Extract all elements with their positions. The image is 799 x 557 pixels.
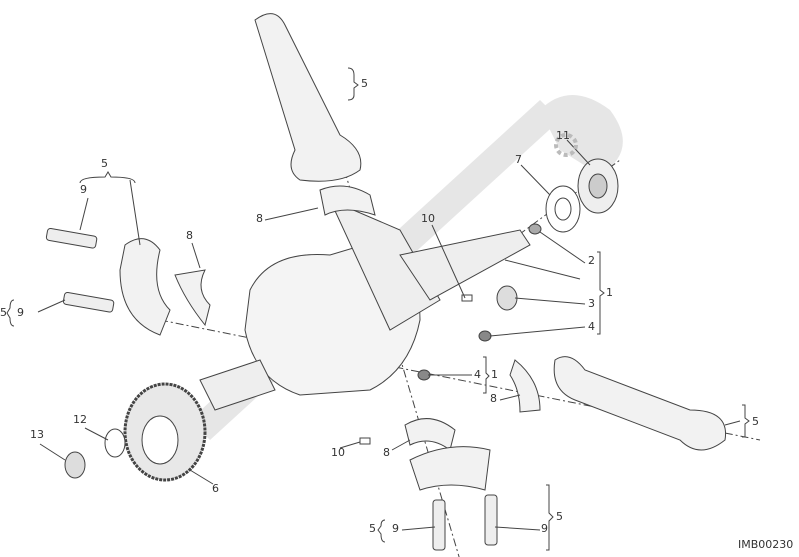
callout-8: 8 bbox=[490, 392, 497, 405]
callout-4: 4 bbox=[588, 320, 595, 333]
callout-10: 10 bbox=[421, 212, 435, 225]
callout-8: 8 bbox=[256, 212, 263, 225]
washer-gear bbox=[104, 428, 126, 458]
bearing-shell bbox=[509, 359, 541, 413]
conrod-cap-left bbox=[119, 238, 171, 336]
callout-1: 1 bbox=[491, 368, 498, 381]
callout-10: 10 bbox=[331, 446, 345, 459]
conrod-right bbox=[553, 356, 727, 451]
callout-3: 3 bbox=[588, 297, 595, 310]
callout-8: 8 bbox=[186, 229, 193, 242]
bolt bbox=[62, 291, 115, 313]
callout-5: 5 bbox=[101, 157, 108, 170]
callout-5: 5 bbox=[752, 415, 759, 428]
bolt bbox=[484, 494, 498, 546]
bearing-shell bbox=[174, 269, 211, 327]
callout-2: 2 bbox=[588, 254, 595, 267]
callout-9: 9 bbox=[541, 522, 548, 535]
callout-9: 9 bbox=[17, 306, 24, 319]
callout-9: 9 bbox=[80, 183, 87, 196]
callout-1: 1 bbox=[606, 286, 613, 299]
conrod-top bbox=[254, 13, 362, 182]
callout-5: 5 bbox=[556, 510, 563, 523]
callout-5: 5 bbox=[361, 77, 368, 90]
callout-6: 6 bbox=[212, 482, 219, 495]
bearing-shell bbox=[404, 418, 456, 451]
callout-11: 11 bbox=[556, 129, 570, 142]
callout-13: 13 bbox=[30, 428, 44, 441]
nut-gear bbox=[64, 451, 86, 479]
callout-5: 5 bbox=[369, 522, 376, 535]
callout-5: 5 bbox=[0, 306, 7, 319]
callout-8: 8 bbox=[383, 446, 390, 459]
callout-12: 12 bbox=[73, 413, 87, 426]
conrod-cap-lower bbox=[409, 446, 491, 491]
callout-4: 4 bbox=[474, 368, 481, 381]
drawing-code: IMB00230 bbox=[738, 538, 794, 551]
bolt bbox=[432, 499, 446, 551]
bolt bbox=[45, 227, 98, 249]
callout-9: 9 bbox=[392, 522, 399, 535]
callout-7: 7 bbox=[515, 153, 522, 166]
bearing-shell bbox=[319, 185, 376, 216]
